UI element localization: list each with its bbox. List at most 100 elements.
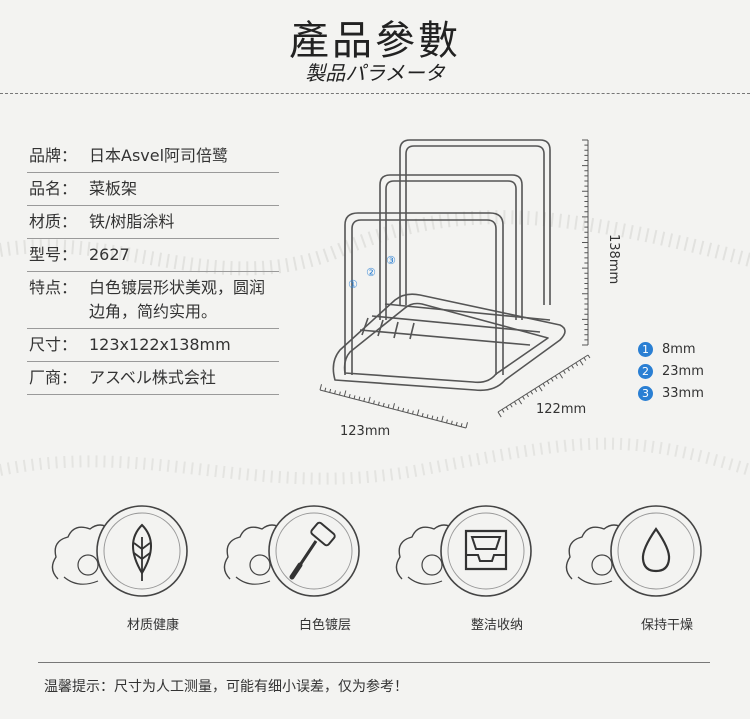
spec-value: 123x122x138mm xyxy=(89,335,231,354)
width-ruler-tick xyxy=(368,396,371,403)
width-ruler-tick xyxy=(348,393,351,398)
width-ruler-tick xyxy=(446,419,448,424)
depth-ruler-tick xyxy=(505,406,509,411)
width-ruler-tick xyxy=(421,412,424,417)
depth-ruler-tick xyxy=(526,393,529,398)
rack-front-frame xyxy=(344,212,504,375)
depth-ruler-tick xyxy=(575,362,579,367)
spec-row-product-name: 品名： 菜板架 xyxy=(27,175,279,206)
width-ruler-tick xyxy=(431,415,434,420)
width-ruler-tick xyxy=(358,396,361,401)
tray-icon xyxy=(464,529,508,571)
slot-marker-1: ① xyxy=(348,278,358,291)
width-ruler-tick xyxy=(441,415,444,422)
width-ruler-tick xyxy=(411,410,414,415)
feature-healthy-material: 材质健康 xyxy=(48,497,208,637)
water-drop-icon xyxy=(641,527,671,573)
slot-marker-3: ③ xyxy=(386,254,396,267)
width-ruler-tick xyxy=(455,421,458,426)
depth-ruler-tick xyxy=(534,388,538,392)
spec-label: 品名： xyxy=(29,179,78,198)
width-ruler-tick xyxy=(460,423,463,427)
spec-label: 厂商： xyxy=(29,368,78,387)
width-ruler-tick xyxy=(329,388,332,393)
slot-marker-2: ② xyxy=(366,266,376,279)
spec-label: 特点： xyxy=(29,278,78,297)
page-title: 產品參數 xyxy=(289,18,461,64)
rack-base xyxy=(332,293,566,392)
depth-ruler-tick xyxy=(497,411,502,418)
width-ruler-tick xyxy=(465,422,468,429)
spec-row-brand: 品牌： 日本Asvel阿司倍鹭 xyxy=(27,142,279,173)
width-ruler-tick xyxy=(426,414,429,418)
header-divider xyxy=(0,93,750,94)
feature-label: 材质健康 xyxy=(126,618,179,633)
depth-ruler-tick xyxy=(522,396,525,400)
width-ruler-tick xyxy=(377,401,380,406)
feature-keep-dry: 保持干燥 xyxy=(562,497,722,637)
slot-size-legend: 1 8mm 2 23mm 3 33mm xyxy=(638,338,704,404)
spec-value: 白色镀层形状美观，圆润边角，简约实用。 xyxy=(89,278,266,321)
width-ruler-tick xyxy=(324,387,327,392)
depth-ruler-tick xyxy=(542,383,546,387)
notice-divider xyxy=(38,662,710,663)
spec-label: 型号： xyxy=(29,245,78,264)
depth-ruler-tick xyxy=(563,370,566,374)
spec-label: 品牌： xyxy=(29,146,78,165)
depth-ruler-tick xyxy=(518,398,523,405)
width-dimension: 123mm xyxy=(340,424,391,439)
depth-ruler-tick xyxy=(546,380,550,385)
depth-ruler-tick xyxy=(538,385,543,392)
depth-ruler-tick xyxy=(530,391,534,395)
width-ruler-tick xyxy=(397,406,400,411)
spec-row-features: 特点： 白色镀层形状美观，圆润边角，简约实用。 xyxy=(27,274,279,329)
rack-middle-frame xyxy=(379,174,523,320)
legend-number: 3 xyxy=(638,385,653,401)
depth-ruler-tick xyxy=(554,375,558,380)
depth-ruler-tick xyxy=(509,403,513,408)
feature-label: 保持干燥 xyxy=(640,618,693,633)
depth-ruler-tick xyxy=(567,367,570,372)
feature-icons: 材质健康 白色镀层 整洁收纳 xyxy=(0,497,750,642)
spec-value: 菜板架 xyxy=(89,179,138,198)
legend-text: 33mm xyxy=(662,385,704,401)
depth-ruler xyxy=(497,354,591,418)
spec-row-model: 型号： 2627 xyxy=(27,241,279,272)
depth-ruler-tick xyxy=(579,359,584,366)
width-ruler-tick xyxy=(387,404,390,408)
width-ruler-tick xyxy=(407,409,409,413)
spec-value: 日本Asvel阿司倍鹭 xyxy=(89,146,229,165)
depth-ruler-tick xyxy=(571,365,574,369)
height-dimension: 138mm xyxy=(606,234,621,285)
measurement-notice: 温馨提示：尺寸为人工测量，可能有细小误差，仅为参考！ xyxy=(44,679,408,695)
legend-text: 8mm xyxy=(662,341,696,357)
legend-item: 1 8mm xyxy=(638,338,704,360)
height-ruler xyxy=(582,139,589,346)
width-ruler-tick xyxy=(363,397,366,402)
width-ruler-tick xyxy=(402,407,405,412)
width-ruler-tick xyxy=(334,390,336,394)
spec-list: 品牌： 日本Asvel阿司倍鹭 品名： 菜板架 材质： 铁/树脂涂料 型号： 2… xyxy=(27,142,279,395)
page-subtitle: 製品パラメータ xyxy=(305,61,445,85)
width-ruler-tick xyxy=(436,416,439,421)
width-ruler-tick xyxy=(343,390,347,397)
spec-label: 材质： xyxy=(29,212,78,231)
paint-roller-icon xyxy=(289,521,336,580)
width-ruler-tick xyxy=(373,400,375,405)
width-ruler-tick xyxy=(338,391,341,396)
spec-row-material: 材质： 铁/树脂涂料 xyxy=(27,208,279,239)
legend-text: 23mm xyxy=(662,363,704,379)
depth-ruler-tick xyxy=(583,357,587,361)
depth-ruler-tick xyxy=(558,372,563,379)
rack-back-frame xyxy=(399,139,551,305)
rack-diagram: ① ② ③ xyxy=(319,139,591,429)
feature-tidy-storage: 整洁收纳 xyxy=(392,497,552,637)
feature-white-coating: 白色镀层 xyxy=(220,497,380,637)
spec-value: 2627 xyxy=(89,245,130,264)
width-ruler-tick xyxy=(353,395,356,399)
legend-item: 2 23mm xyxy=(638,360,704,382)
spec-row-size: 尺寸： 123x122x138mm xyxy=(27,331,279,362)
depth-ruler-tick xyxy=(501,409,505,413)
depth-ruler-tick xyxy=(513,401,517,405)
spec-row-manufacturer: 厂商： アスベル株式会社 xyxy=(27,364,279,395)
